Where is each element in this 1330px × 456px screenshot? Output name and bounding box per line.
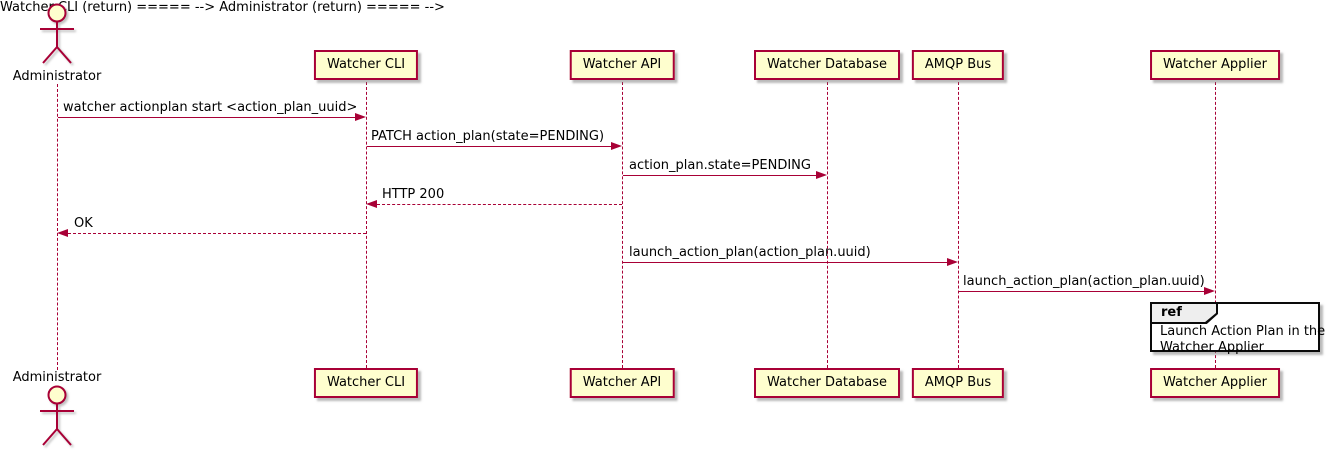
message-3-label: action_plan.state=PENDING (629, 158, 811, 173)
participant-box-watcher-applier-bottom: Watcher Applier (1150, 368, 1280, 398)
arrowhead-icon (355, 113, 366, 121)
lifeline-watcher-api (621, 82, 623, 368)
arrowhead-icon (1204, 287, 1215, 295)
message-5-label: OK (74, 216, 93, 231)
participant-box-watcher-cli-bottom: Watcher CLI (313, 368, 419, 398)
arrowhead-icon (816, 171, 827, 179)
lifeline-administrator (56, 84, 58, 370)
actor-label-bottom: Administrator (12, 370, 102, 385)
message-6-line (623, 262, 947, 263)
actor-icon (40, 385, 74, 446)
ref-tab-label: ref (1152, 304, 1216, 322)
participant-box-watcher-api-top: Watcher API (569, 50, 675, 80)
ref-text-line-2: Watcher Applier (1160, 340, 1264, 355)
arrowhead-icon (947, 258, 958, 266)
arrowhead-icon (57, 229, 68, 237)
message-4-label: HTTP 200 (382, 187, 445, 202)
arrowhead-icon (366, 200, 377, 208)
lifeline-watcher-cli (365, 82, 367, 368)
actor-label-top: Administrator (12, 69, 102, 84)
participant-box-watcher-database-top: Watcher Database (754, 50, 900, 80)
message-7-label: launch_action_plan(action_plan.uuid) (963, 274, 1205, 289)
participant-box-watcher-api-bottom: Watcher API (569, 368, 675, 398)
message-2-line (367, 146, 612, 147)
message-2-label: PATCH action_plan(state=PENDING) (371, 129, 605, 144)
arrowhead-icon (611, 142, 622, 150)
ref-tab: ref (1152, 304, 1218, 324)
message-1-line (58, 117, 356, 118)
participant-box-watcher-applier-top: Watcher Applier (1150, 50, 1280, 80)
participant-box-amqp-bus-bottom: AMQP Bus (911, 368, 1005, 398)
message-5-line (68, 233, 366, 234)
message-1-label: watcher actionplan start <action_plan_uu… (63, 100, 358, 115)
lifeline-watcher-database (826, 82, 828, 368)
participant-box-watcher-cli-top: Watcher CLI (313, 50, 419, 80)
participant-box-watcher-database-bottom: Watcher Database (754, 368, 900, 398)
participant-box-amqp-bus-top: AMQP Bus (911, 50, 1005, 80)
message-4-line (377, 204, 622, 205)
ref-fragment: ref Launch Action Plan in the Watcher Ap… (1150, 302, 1325, 355)
ref-text-line-1: Launch Action Plan in the (1160, 324, 1326, 339)
actor-icon (40, 3, 74, 64)
message-6-label: launch_action_plan(action_plan.uuid) (629, 245, 871, 260)
message-3-line (623, 175, 817, 176)
message-7-line (959, 291, 1204, 292)
lifeline-amqp-bus (957, 82, 959, 368)
lifeline-watcher-applier (1214, 82, 1216, 368)
